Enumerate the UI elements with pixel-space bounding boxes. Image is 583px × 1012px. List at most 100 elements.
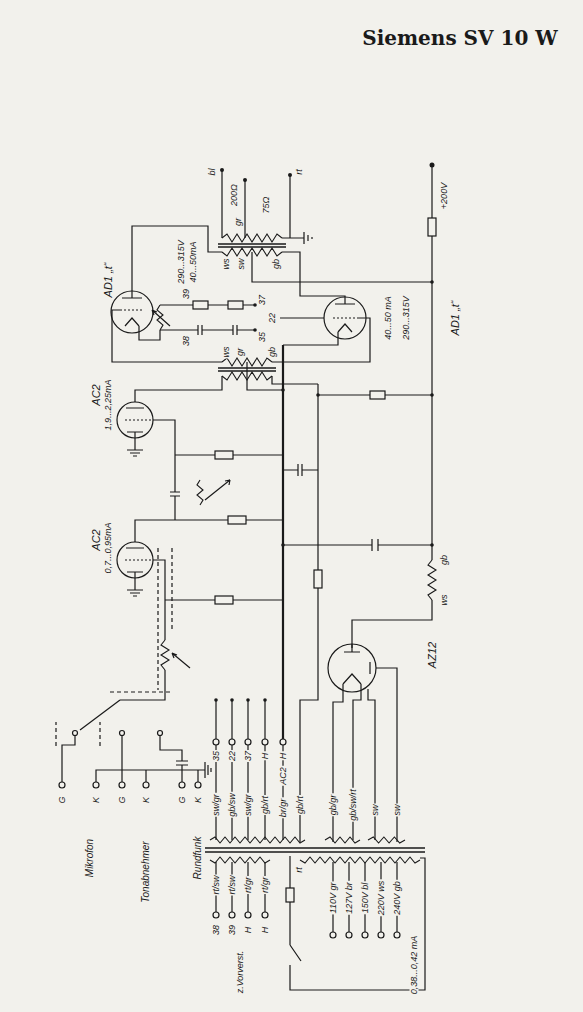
schematic-label: 200Ω [230,183,239,207]
schematic-label: 39 [182,288,191,300]
schematic-wire [222,170,312,244]
schematic-label: 39 [228,924,237,936]
coil-winding [222,358,272,366]
schematic-label: ws [440,594,449,607]
coil-winding [222,372,272,380]
schematic-wire [430,543,434,547]
schematic-label: sw [237,258,246,271]
schematic-wire [56,163,436,991]
schematic-label: sw [371,804,380,817]
schematic-wire [262,739,268,745]
schematic-wire [263,698,267,702]
schematic-wire [228,301,243,309]
schematic-wire [120,548,283,700]
schematic-wire [193,301,208,309]
schematic-label: ws [222,346,231,359]
schematic-wire [281,543,285,547]
schematic-label: H [261,926,270,935]
schematic-label: G [118,795,127,804]
schematic-wire [330,932,336,938]
schematic-wire [288,173,292,177]
schematic-label: gb [440,554,449,566]
schematic-label: AZ12 [427,641,438,669]
schematic-wire [213,912,219,918]
coil-winding [222,234,282,242]
schematic-wire [230,698,234,702]
schematic-label: rt/sw [212,875,221,896]
schematic-label: 150V bl [361,882,370,915]
schematic-label: rt/gr [261,876,270,894]
schematic-wire [346,932,352,938]
page-title: Siemens SV 10 W [362,26,558,50]
schematic-wire [253,303,257,307]
schematic-label: sw/gr [244,793,253,817]
schematic-wire [214,163,434,702]
schematic-label: Tonabnehmer [141,840,151,903]
schematic-label: AC2 [91,383,102,406]
schematic-wire [282,345,284,739]
schematic-wire [362,932,368,938]
schematic-label: K [194,796,203,804]
schematic-wire [243,178,247,182]
schematic-label: br/gr [279,798,288,819]
schematic-label: rt/sw [228,875,237,896]
schematic-label: 290...315V [177,239,186,285]
schematic-wire [281,388,285,392]
schematic-label: 40...50mA [189,240,198,283]
schematic-label: 35 [212,750,221,762]
schematic-wire [195,782,201,788]
schematic-label: Mikrofon [85,838,95,878]
schematic-wire [125,559,153,560]
coil-winding [325,837,360,843]
schematic-label: z.Vorverst. [236,950,245,995]
schematic-wire [245,739,251,745]
schematic-wire [314,570,322,588]
schematic-wire [120,731,125,736]
schematic-wire [229,912,235,918]
schematic-label: sw [393,804,402,817]
schematic-wire [119,782,125,788]
schematic-label: 127V br [345,881,354,915]
schematic-wire [352,167,432,648]
schematic-label: +200V [440,182,449,210]
coil-winding [157,305,163,330]
schematic-wire [394,932,400,938]
schematic-wire [135,362,318,402]
schematic-wire [283,384,432,842]
schematic-label: 1,9...2,25mA [104,378,113,431]
schematic-wire [215,596,233,604]
coil-winding [161,640,169,670]
schematic-label: 37 [244,750,253,762]
schematic-label: AC2 [279,766,288,786]
schematic-wire [214,698,218,702]
schematic-label: 0,7...0,95mA [104,521,113,574]
schematic-label: gb [268,346,277,358]
schematic-label: K [142,796,151,804]
schematic-label: ws [222,258,231,271]
schematic-label: G [178,795,187,804]
schematic-wire [59,731,286,789]
schematic-label: gb/rt [296,795,305,815]
schematic-wire [179,782,185,788]
coil-winding [368,837,405,843]
schematic-label: 40...50 mA [384,295,393,341]
schematic-wire [205,848,425,852]
schematic-label: 240V gb [393,880,402,916]
schematic-label: AD1 „t“ [450,300,461,337]
schematic-wire [216,856,425,990]
schematic-label: 0,38...0,42 mA [410,935,419,996]
schematic-label: AD1 „t“ [103,262,114,299]
schematic-label: G [58,795,67,804]
coil-winding [222,248,282,256]
schematic-label: AC2 [91,528,102,551]
schematic-label: gb/sw/rt [349,788,358,822]
coil-winding [210,857,270,863]
schematic-wire [213,739,219,745]
schematic-label: sw/gr [212,793,221,817]
schematic-wire [111,291,153,333]
schematic-wire [215,451,233,459]
schematic-label: gb/rt [261,795,270,815]
schematic-label: 38 [212,924,221,936]
schematic-wire [428,218,436,236]
schematic-label: H [244,926,253,935]
